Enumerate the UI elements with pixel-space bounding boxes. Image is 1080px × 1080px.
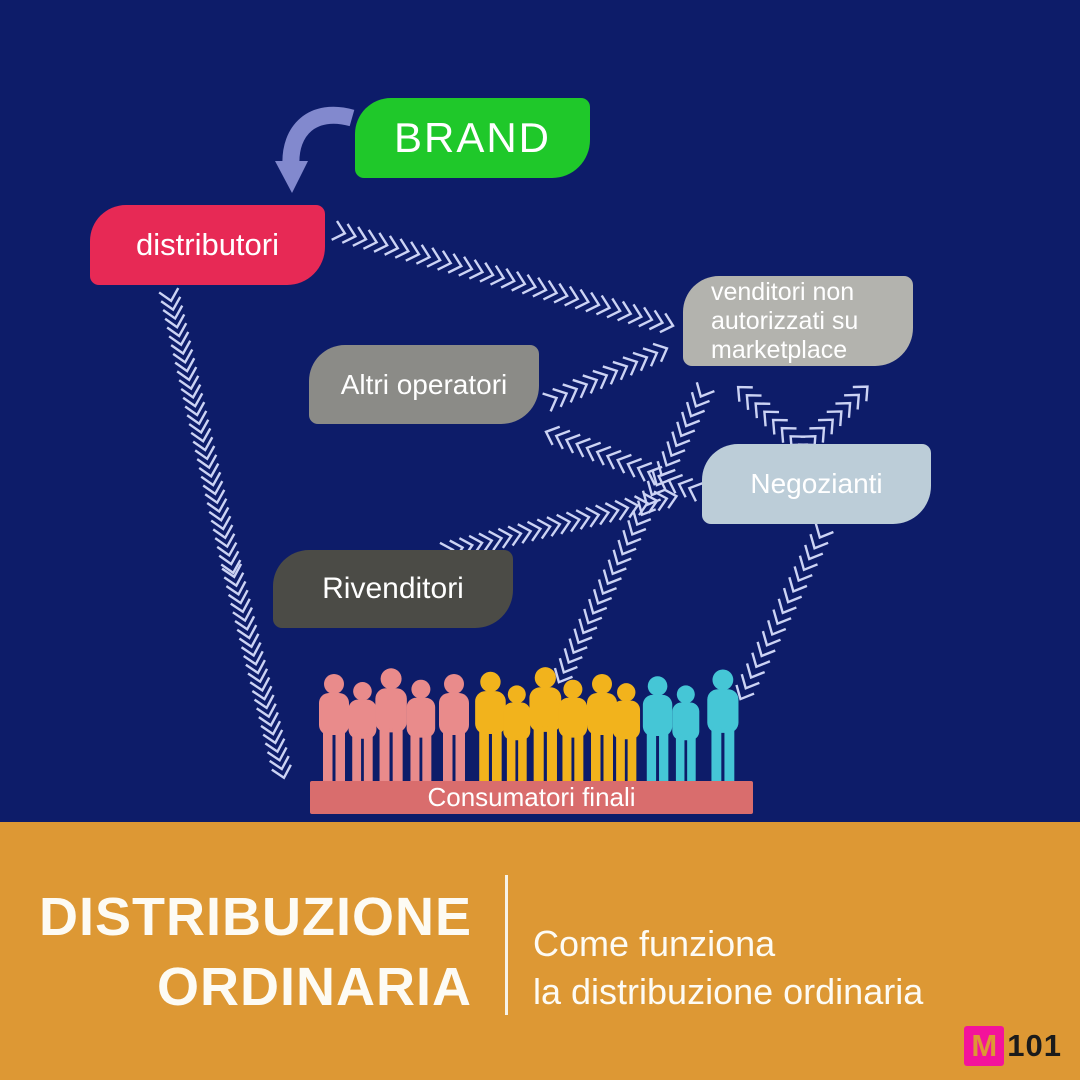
consumers-crowd <box>319 667 739 786</box>
footer-title: DISTRIBUZIONE ORDINARIA <box>20 882 472 1022</box>
person-silhouette <box>503 685 531 786</box>
footer-subtitle: Come funziona la distribuzione ordinaria <box>533 920 923 1016</box>
person-silhouette <box>375 668 407 785</box>
person-silhouette <box>672 685 700 786</box>
arrow-distributori-to-venditori <box>331 220 675 334</box>
person-silhouette <box>558 679 588 786</box>
footer-subtitle-line1: Come funziona <box>533 923 776 964</box>
footer-divider <box>505 875 508 1015</box>
person-silhouette <box>439 674 469 785</box>
arrow-negozianti-to-altri-operatori <box>544 425 704 502</box>
brand-to-distributori-arrow <box>275 106 355 193</box>
m101-logo-badge: M <box>964 1026 1005 1066</box>
person-silhouette <box>348 681 377 786</box>
node-venditori-non-autorizzati: venditori non autorizzati su marketplace <box>683 276 913 366</box>
footer-subtitle-line2: la distribuzione ordinaria <box>533 970 924 1012</box>
arrow-distributori-to-consumatori <box>158 287 292 780</box>
person-silhouette <box>475 671 506 785</box>
node-negozianti: Negozianti <box>702 444 931 524</box>
person-silhouette <box>642 676 673 786</box>
node-distributori: distributori <box>90 205 325 285</box>
m101-logo-number: 101 <box>1007 1028 1062 1063</box>
consumatori-finali-bar: Consumatori finali <box>310 781 753 814</box>
person-silhouette <box>612 683 641 786</box>
arrow-negozianti-to-consumatori <box>735 523 834 701</box>
node-venditori-label: venditori non autorizzati su marketplace <box>711 277 859 364</box>
footer-title-line1: DISTRIBUZIONE <box>38 887 472 947</box>
m101-logo: M 101 <box>964 1026 1062 1066</box>
person-silhouette <box>406 679 436 786</box>
arrow-altri-operatori-to-venditori <box>542 342 669 412</box>
person-silhouette <box>319 674 349 785</box>
footer-title-line2: ORDINARIA <box>157 957 472 1018</box>
person-silhouette <box>529 667 562 785</box>
node-rivenditori: Rivenditori <box>273 550 513 628</box>
node-brand: BRAND <box>355 98 590 178</box>
footer-band <box>0 822 1080 1080</box>
node-altri-operatori: Altri operatori <box>309 345 539 424</box>
arrow-venditori-to-consumatori <box>553 382 715 684</box>
person-silhouette <box>707 669 739 785</box>
